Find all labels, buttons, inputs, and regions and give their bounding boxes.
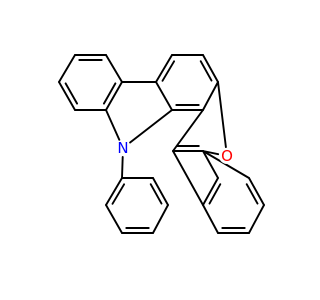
bond-a1-a2	[58, 54, 76, 83]
double-bond-a2-a3	[64, 82, 79, 105]
bond-p1-p2	[105, 177, 123, 206]
bond-d6-d5	[248, 177, 265, 206]
bond-c3-c4	[202, 54, 219, 83]
bond-p5-p6	[152, 177, 169, 206]
double-bond-c1-c2	[161, 60, 176, 82]
double-bond-a4-a5	[102, 82, 117, 105]
double-bond-d6-d5	[245, 183, 259, 205]
bond-layer	[58, 54, 265, 234]
bond-p2-p3	[105, 204, 123, 234]
bond-d2-d1	[202, 177, 219, 206]
bond-c4-c5	[202, 81, 219, 111]
bond-d3-d2	[202, 204, 219, 234]
nitrogen-label-background	[115, 140, 131, 156]
bond-a4-N	[105, 109, 121, 141]
bond-c6-c1	[155, 81, 173, 111]
bond-d5-d4	[248, 204, 265, 234]
structure-diagram: N O	[58, 54, 265, 234]
bond-N-p1	[121, 156, 124, 179]
double-bond-c3-c4	[199, 60, 213, 82]
bond-c5-e1	[172, 109, 204, 152]
bond-d1-e2	[202, 150, 219, 179]
double-bond-d2-d1	[208, 183, 222, 205]
oxygen-label-background	[219, 148, 235, 164]
bond-N-c6	[129, 109, 173, 144]
double-bond-p5-p6	[149, 183, 163, 205]
bond-a4-a5	[105, 81, 123, 111]
nitrogen-atom-label: N	[117, 139, 128, 157]
bond-c1-c2	[155, 54, 173, 83]
bond-p4-p5	[152, 204, 169, 234]
bond-a5-a6	[105, 54, 123, 83]
bond-a2-a3	[58, 81, 76, 111]
double-bond-p1-p2	[111, 183, 126, 205]
bond-O-c4	[217, 81, 227, 149]
atom-label-layer: N O	[115, 139, 235, 165]
bond-e2-d6	[202, 150, 250, 179]
bond-e1-d2	[172, 150, 204, 206]
oxygen-atom-label: O	[221, 147, 233, 165]
